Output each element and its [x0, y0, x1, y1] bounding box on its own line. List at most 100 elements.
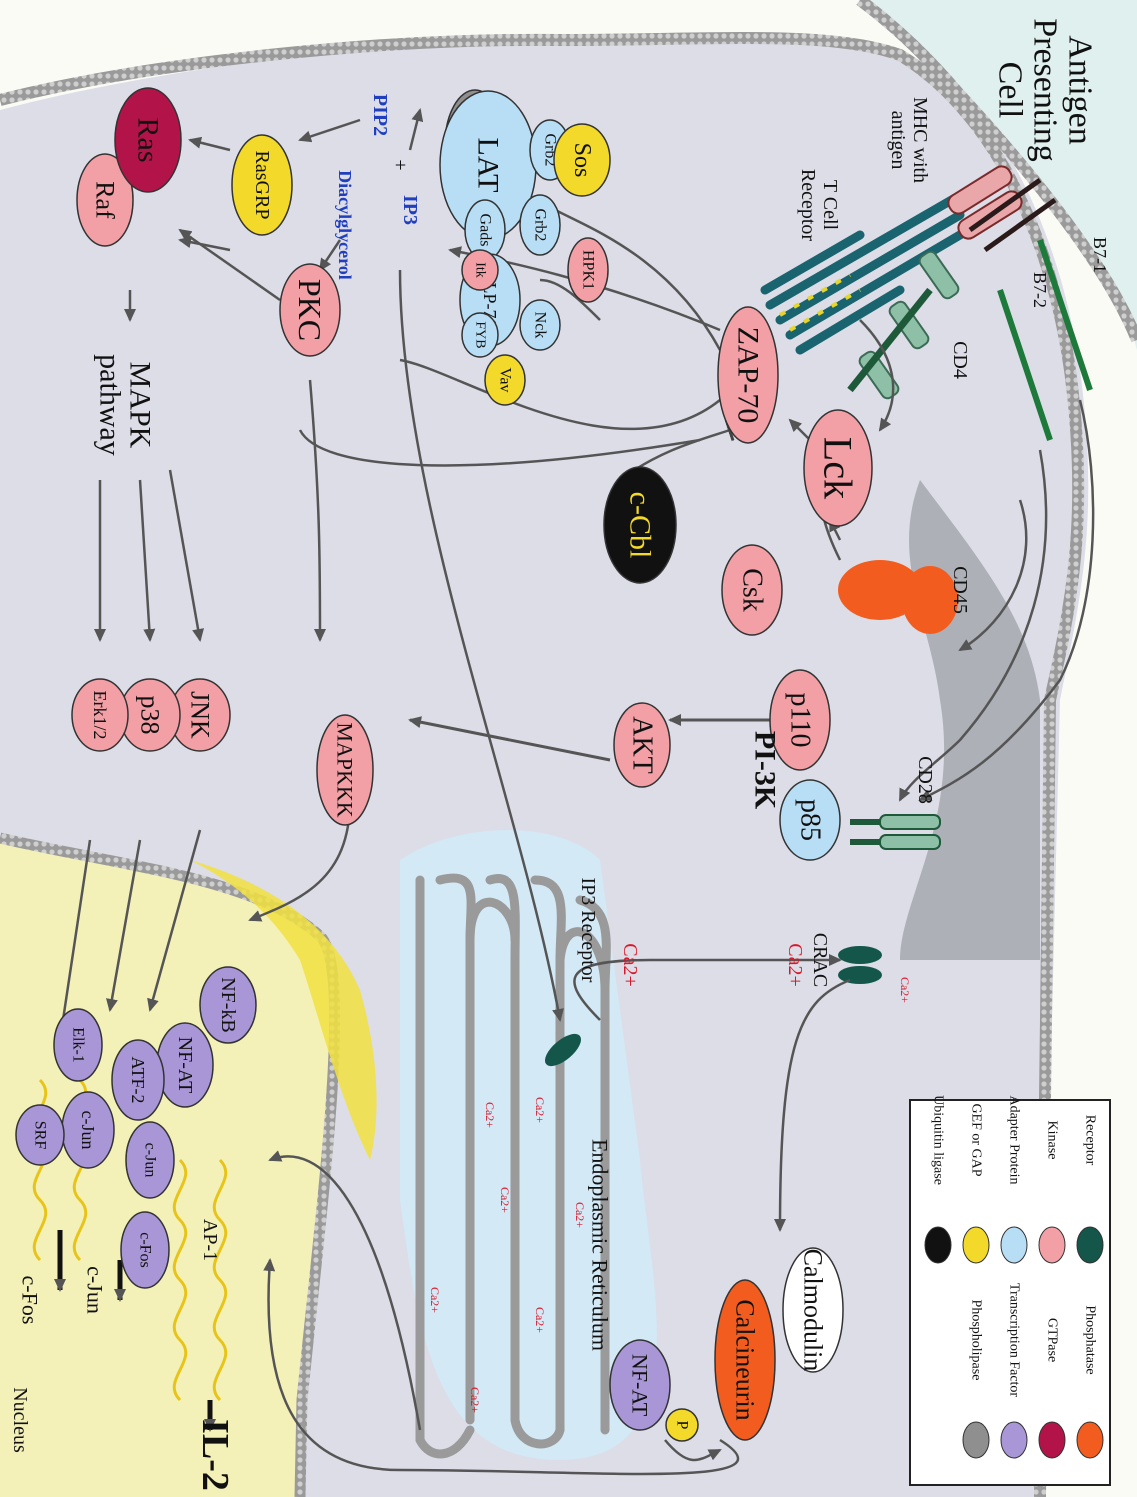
srf-label: SRF [32, 1121, 49, 1150]
pip2-label: PIP2 [369, 94, 391, 136]
tcr-label-line: Receptor [797, 169, 819, 242]
nck-molecule: Nck [520, 300, 560, 350]
elk1-molecule: Elk-1 [54, 1009, 102, 1081]
itk-molecule: Itk [462, 250, 498, 290]
pi3k-label: PI-3K [749, 731, 782, 810]
ras-molecule: Ras [115, 88, 181, 192]
legend-item-label: Ubiquitin ligase [931, 1095, 946, 1185]
calcium-ion-label: Ca2+ [573, 1202, 587, 1228]
nfkb-molecule: NF-kB [200, 967, 256, 1043]
apc-label-line: Presenting [1027, 18, 1064, 162]
phospho-molecule: P [666, 1409, 698, 1441]
diacylglycerol-label: Diacylglycerol [335, 170, 355, 280]
vav-molecule: Vav [485, 355, 525, 405]
atf2-label: ATF-2 [128, 1056, 148, 1103]
erk-molecule: Erk1/2 [72, 679, 128, 751]
pkc-molecule: PKC [280, 264, 340, 356]
mhc-label-line: MHC with [909, 97, 931, 183]
legend-item-label: Adapter Protein [1007, 1095, 1022, 1184]
sos-label: Sos [569, 143, 595, 178]
gads-label: Gads [477, 214, 494, 247]
akt-molecule: AKT [614, 703, 670, 787]
hpk1-label: HPK1 [580, 250, 597, 290]
csk-label: Csk [737, 568, 768, 612]
legend-swatch [925, 1227, 951, 1263]
lck-molecule: Lck [804, 410, 872, 526]
b7-1-label: B7-1 [1090, 237, 1110, 273]
nucleus-label: Nucleus [9, 1387, 31, 1453]
p85-label: p85 [795, 799, 826, 841]
rasgrp-label: RasGRP [251, 151, 273, 220]
legend-swatch [1001, 1422, 1027, 1458]
calcineurin-molecule: Calcineurin [715, 1280, 775, 1440]
p85-molecule: p85 [780, 780, 840, 860]
er-label: Endoplasmic Reticulum [588, 1139, 613, 1351]
cd45-label: CD45 [949, 566, 971, 614]
vav-label: Vav [497, 368, 514, 393]
calcium-ion-label: Ca2+ [533, 1097, 547, 1123]
ccbl-molecule: c-Cbl [604, 467, 676, 583]
legend-item-label: GTPase [1045, 1318, 1060, 1362]
hpk1-molecule: HPK1 [568, 238, 608, 302]
mapk-pathway-label-line: pathway [94, 354, 127, 456]
nfat-nuc-molecule: NF-AT [157, 1023, 213, 1107]
csk-molecule: Csk [722, 545, 782, 635]
elk1-label: Elk-1 [70, 1027, 87, 1063]
jnk-label: JNK [186, 691, 215, 739]
calcium-ion-label: Ca2+ [428, 1287, 442, 1313]
p110-label: p110 [785, 693, 816, 748]
calcium-ion-label: Ca2+ [784, 943, 806, 987]
lat-label: LAT [472, 138, 505, 193]
legend-swatch [963, 1422, 989, 1458]
legend-item-label: Kinase [1045, 1121, 1060, 1160]
legend-item-label: GEF or GAP [969, 1103, 984, 1176]
cd28-label: CD28 [914, 756, 936, 804]
plus-label: + [389, 159, 411, 170]
cjun-b-label: c-Jun [142, 1143, 159, 1178]
cjun-a-label: c-Jun [78, 1111, 98, 1150]
calmodulin-molecule: Calmodulin [783, 1248, 843, 1372]
legend-swatch [963, 1227, 989, 1263]
rasgrp-molecule: RasGRP [232, 135, 292, 235]
grb2b-molecule: Grb2 [520, 195, 560, 255]
b7-2-label: B7-2 [1030, 272, 1050, 308]
cfos-a-molecule: c-Fos [121, 1212, 169, 1288]
legend-item-label: Receptor [1083, 1115, 1098, 1166]
ras-label: Ras [132, 118, 165, 163]
atf2-molecule: ATF-2 [112, 1040, 164, 1120]
legend-swatch [1001, 1227, 1027, 1263]
p38-molecule: p38 [120, 679, 180, 751]
nfat-cyto-label: NF-AT [628, 1354, 653, 1417]
calcium-ion-label: Ca2+ [898, 977, 912, 1003]
grb2b-label: Grb2 [532, 209, 549, 242]
crac-label: CRAC [809, 933, 831, 987]
legend-swatch [1077, 1227, 1103, 1263]
raf-label: Raf [91, 181, 120, 219]
pkc-label: PKC [292, 279, 328, 341]
il2-gene-label: IL-2 [194, 1419, 236, 1491]
mapkkk-molecule: MAPKKK [317, 715, 373, 825]
ip3-receptor-label: IP3 Receptor [577, 878, 599, 983]
cjun-a-molecule: c-Jun [62, 1092, 114, 1168]
legend-item-label: Phospholipase [969, 1300, 984, 1381]
legend-item-label: Transcription Factor [1007, 1283, 1022, 1398]
calcium-ion-label: Ca2+ [468, 1387, 482, 1413]
mapkkk-label: MAPKKK [333, 722, 358, 817]
phospho-label: P [674, 1421, 691, 1430]
zap70-label: ZAP-70 [732, 327, 765, 424]
akt-label: AKT [627, 716, 658, 774]
calcium-ion-label: Ca2+ [483, 1102, 497, 1128]
calcium-ion-label: Ca2+ [619, 943, 641, 987]
fyb-molecule: FYB [462, 313, 498, 357]
nck-label: Nck [532, 312, 549, 339]
legend-swatch [1077, 1422, 1103, 1458]
nfat-cyto-molecule: NF-AT [610, 1340, 670, 1430]
mapk-pathway-label-line: MAPK [124, 362, 157, 449]
cjun-b-molecule: c-Jun [126, 1122, 174, 1198]
ap1-label: AP-1 [199, 1219, 221, 1261]
sos-molecule: Sos [554, 124, 610, 196]
apc-label-line: Antigen [1062, 35, 1099, 145]
calcium-ion-label: Ca2+ [533, 1307, 547, 1333]
